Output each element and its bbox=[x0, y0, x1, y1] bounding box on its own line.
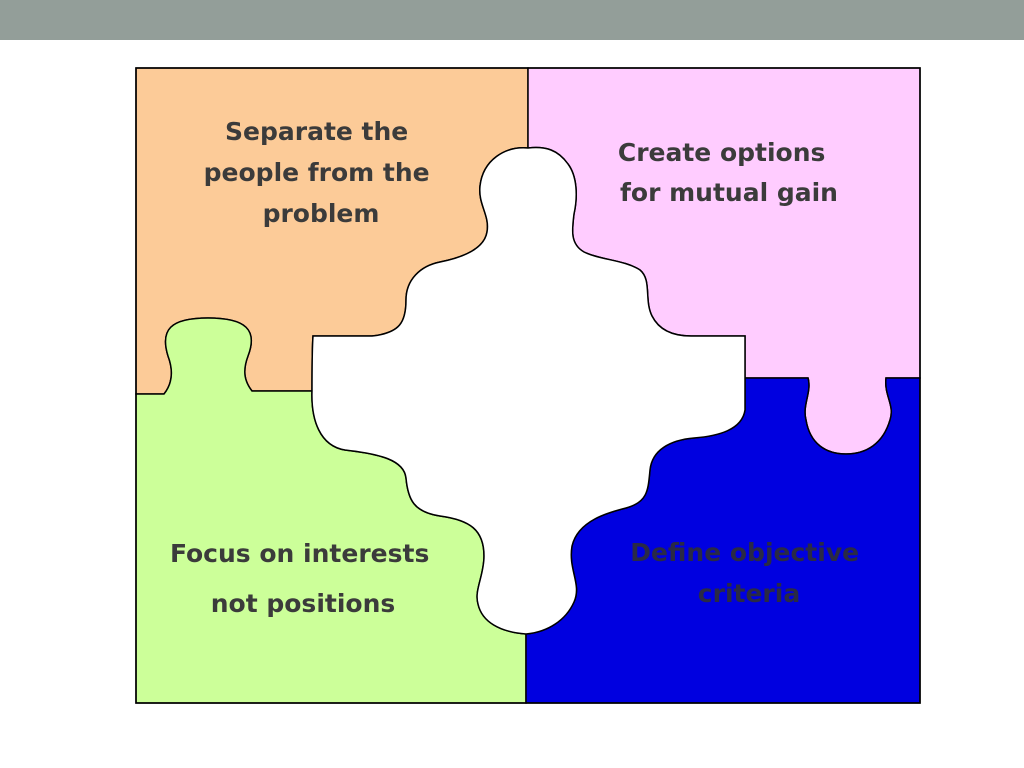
puzzle-piece-center bbox=[311, 146, 746, 635]
label-bottom-right-line-1: Define objective bbox=[630, 538, 859, 567]
puzzle-frame bbox=[135, 67, 921, 704]
label-top-left-line-3: problem bbox=[263, 199, 380, 228]
label-top-right: Create options for mutual gain bbox=[618, 138, 838, 207]
label-top-right-line-2: for mutual gain bbox=[620, 178, 838, 207]
label-top-left: Separate the people from the problem bbox=[204, 117, 439, 228]
label-bottom-left-line-1: Focus on interests bbox=[170, 539, 429, 568]
label-bottom-right: Define objective criteria bbox=[630, 538, 868, 608]
label-bottom-left: Focus on interests not positions bbox=[170, 539, 438, 618]
label-top-left-line-1: Separate the bbox=[225, 117, 408, 146]
label-bottom-right-line-2: criteria bbox=[698, 579, 800, 608]
label-top-right-line-1: Create options bbox=[618, 138, 826, 167]
header-bar bbox=[0, 0, 1024, 40]
label-bottom-left-line-2: not positions bbox=[211, 589, 396, 618]
label-top-left-line-2: people from the bbox=[204, 158, 430, 187]
